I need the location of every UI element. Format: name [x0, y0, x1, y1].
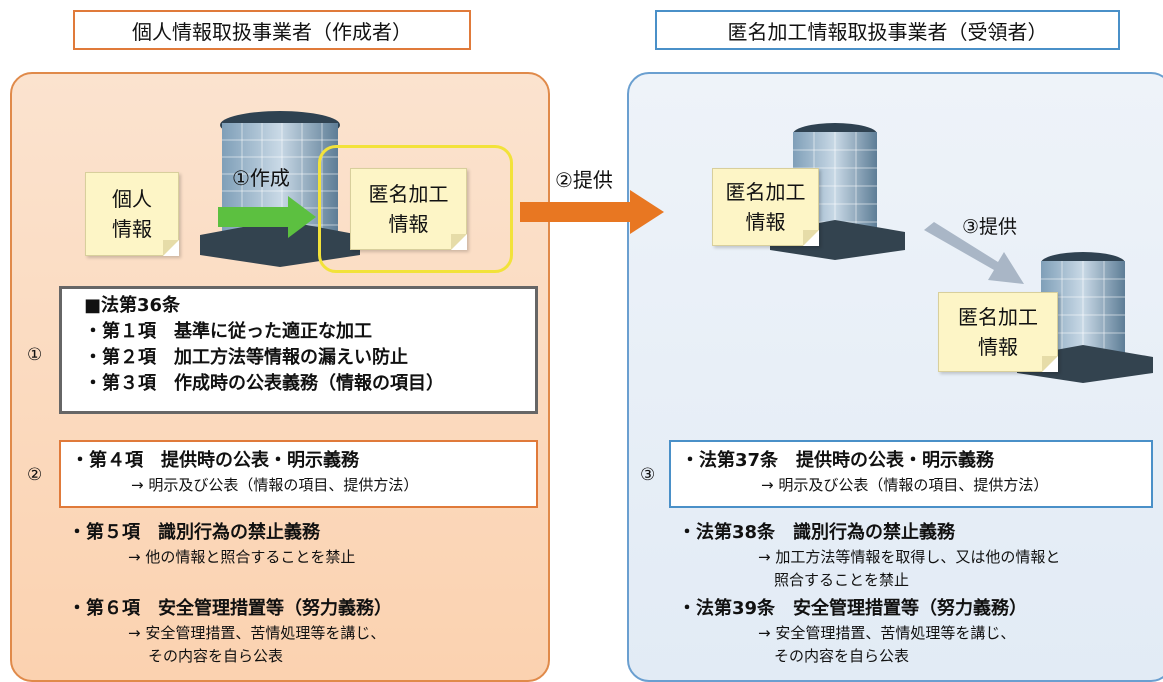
- article-39: ・法第39条 安全管理措置等（努力義務）: [678, 598, 1028, 619]
- article-37-detail: → 明示及び公表（情報の項目、提供方法）: [761, 476, 1049, 494]
- create-arrow: [218, 196, 316, 238]
- article-36-item-5-detail: → 他の情報と照合することを禁止: [128, 548, 356, 566]
- article-39-detail-2: その内容を自ら公表: [774, 647, 910, 665]
- rule-group-2-marker: ②: [27, 465, 43, 485]
- article-36-item-6-block: ・第６項 安全管理措置等（努力義務） → 安全管理措置、苦情処理等を講じ、 その…: [68, 596, 392, 668]
- article-36-item-5-block: ・第５項 識別行為の禁止義務 → 他の情報と照合することを禁止: [68, 520, 355, 569]
- article-38: ・法第38条 識別行為の禁止義務: [678, 522, 956, 543]
- recipient-building-icon: [770, 123, 905, 260]
- article-36-item-3: ・第３項 作成時の公表義務（情報の項目）: [84, 373, 444, 394]
- article-36-box: ■法第36条 ・第１項 基準に従った適正な加工 ・第２項 加工方法等情報の漏えい…: [59, 286, 538, 414]
- personal-info-note: 個人 情報: [85, 172, 179, 256]
- anon-info-note-creator: 匿名加工 情報: [350, 168, 467, 250]
- article-36-item-6-detail-2: その内容を自ら公表: [148, 647, 284, 665]
- creator-title: 個人情報取扱事業者（作成者）: [73, 10, 471, 50]
- rule-group-3-marker: ③: [640, 465, 656, 485]
- article-38-detail-2: 照合することを禁止: [774, 571, 910, 589]
- provide-arrow: [520, 190, 664, 234]
- article-36-item-4: ・第４項 提供時の公表・明示義務: [71, 450, 359, 471]
- article-36-item-4-detail: → 明示及び公表（情報の項目、提供方法）: [131, 476, 419, 494]
- article-36-item-5: ・第５項 識別行為の禁止義務: [68, 522, 320, 543]
- article-36-item-4-box: ・第４項 提供時の公表・明示義務 → 明示及び公表（情報の項目、提供方法）: [59, 440, 538, 508]
- onward-provide-step-label: ③提供: [962, 216, 1018, 238]
- anon-info-note-recipient: 匿名加工 情報: [712, 168, 819, 246]
- provide-step-label: ②提供: [555, 168, 613, 192]
- article-39-detail-1: → 安全管理措置、苦情処理等を講じ、: [758, 624, 1016, 642]
- article-36-item-2: ・第２項 加工方法等情報の漏えい防止: [84, 347, 408, 368]
- article-38-block: ・法第38条 識別行為の禁止義務 → 加工方法等情報を取得し、又は他の情報と 照…: [678, 520, 1060, 592]
- article-37: ・法第37条 提供時の公表・明示義務: [681, 450, 995, 471]
- article-36-item-1: ・第１項 基準に従った適正な加工: [84, 321, 372, 342]
- onward-provide-arrow: [924, 222, 1024, 284]
- article-36-heading: ■法第36条: [84, 295, 181, 316]
- article-37-box: ・法第37条 提供時の公表・明示義務 → 明示及び公表（情報の項目、提供方法）: [669, 440, 1153, 508]
- anon-info-note-third-party: 匿名加工 情報: [938, 292, 1058, 372]
- article-39-block: ・法第39条 安全管理措置等（努力義務） → 安全管理措置、苦情処理等を講じ、 …: [678, 596, 1027, 668]
- create-step-label: ①作成: [232, 166, 290, 190]
- recipient-title: 匿名加工情報取扱事業者（受領者）: [655, 10, 1120, 50]
- article-38-detail-1: → 加工方法等情報を取得し、又は他の情報と: [758, 548, 1061, 566]
- rule-group-1-marker: ①: [27, 345, 43, 365]
- article-36-item-6-detail-1: → 安全管理措置、苦情処理等を講じ、: [128, 624, 386, 642]
- article-36-item-6: ・第６項 安全管理措置等（努力義務）: [68, 598, 392, 619]
- anon-info-highlight: [318, 145, 513, 273]
